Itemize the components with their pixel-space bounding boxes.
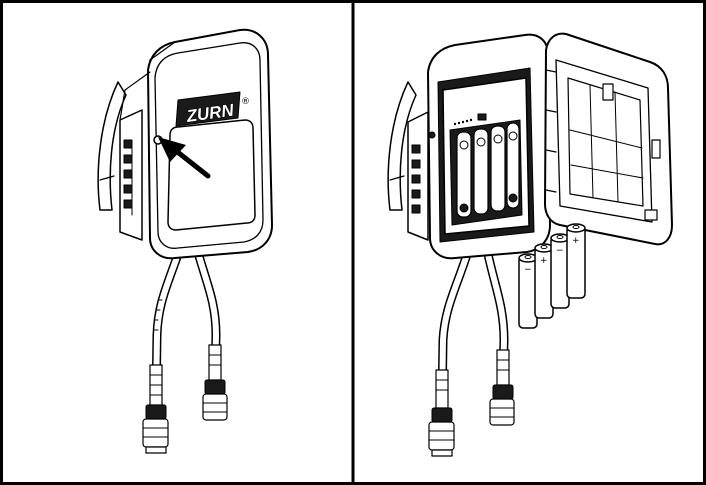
pointer-arrow xyxy=(158,137,211,179)
housing-lid-open xyxy=(544,32,673,246)
panel-left-closed-housing: ZURN ® xyxy=(97,28,273,454)
connector-right-2 xyxy=(489,349,515,426)
cable-left-2 xyxy=(437,240,475,410)
board-contacts xyxy=(453,113,487,126)
battery-holder xyxy=(449,119,523,226)
battery-3-sign: − xyxy=(556,246,564,256)
battery-4-sign: + xyxy=(572,236,580,246)
cable-right-2 xyxy=(481,240,509,385)
battery-1: − xyxy=(518,253,538,329)
lid-tab-side xyxy=(651,139,661,159)
battery-4: + xyxy=(566,223,586,299)
logo-text: ZURN xyxy=(184,100,235,126)
connector-left-2 xyxy=(428,369,455,457)
battery-2-sign: + xyxy=(540,256,548,266)
battery-1-sign: − xyxy=(524,265,532,275)
display-window xyxy=(167,119,256,231)
panel-right-open-housing: − + − + xyxy=(387,32,673,457)
connector-right xyxy=(202,344,228,421)
hinge-screw xyxy=(428,131,436,139)
batteries: − + − + xyxy=(518,223,586,329)
housing-base-open xyxy=(427,33,551,260)
connector-left xyxy=(142,364,169,454)
terminal-strip-left xyxy=(119,109,143,241)
lid-tab-bottom xyxy=(644,209,658,221)
terminal-strip-right xyxy=(407,111,429,241)
lid-tab-top xyxy=(602,83,614,101)
zurn-logo: ZURN ® xyxy=(175,91,250,127)
housing-closed: ZURN ® xyxy=(119,28,273,260)
logo-registered-mark: ® xyxy=(241,97,250,107)
battery-3: − xyxy=(550,233,570,309)
